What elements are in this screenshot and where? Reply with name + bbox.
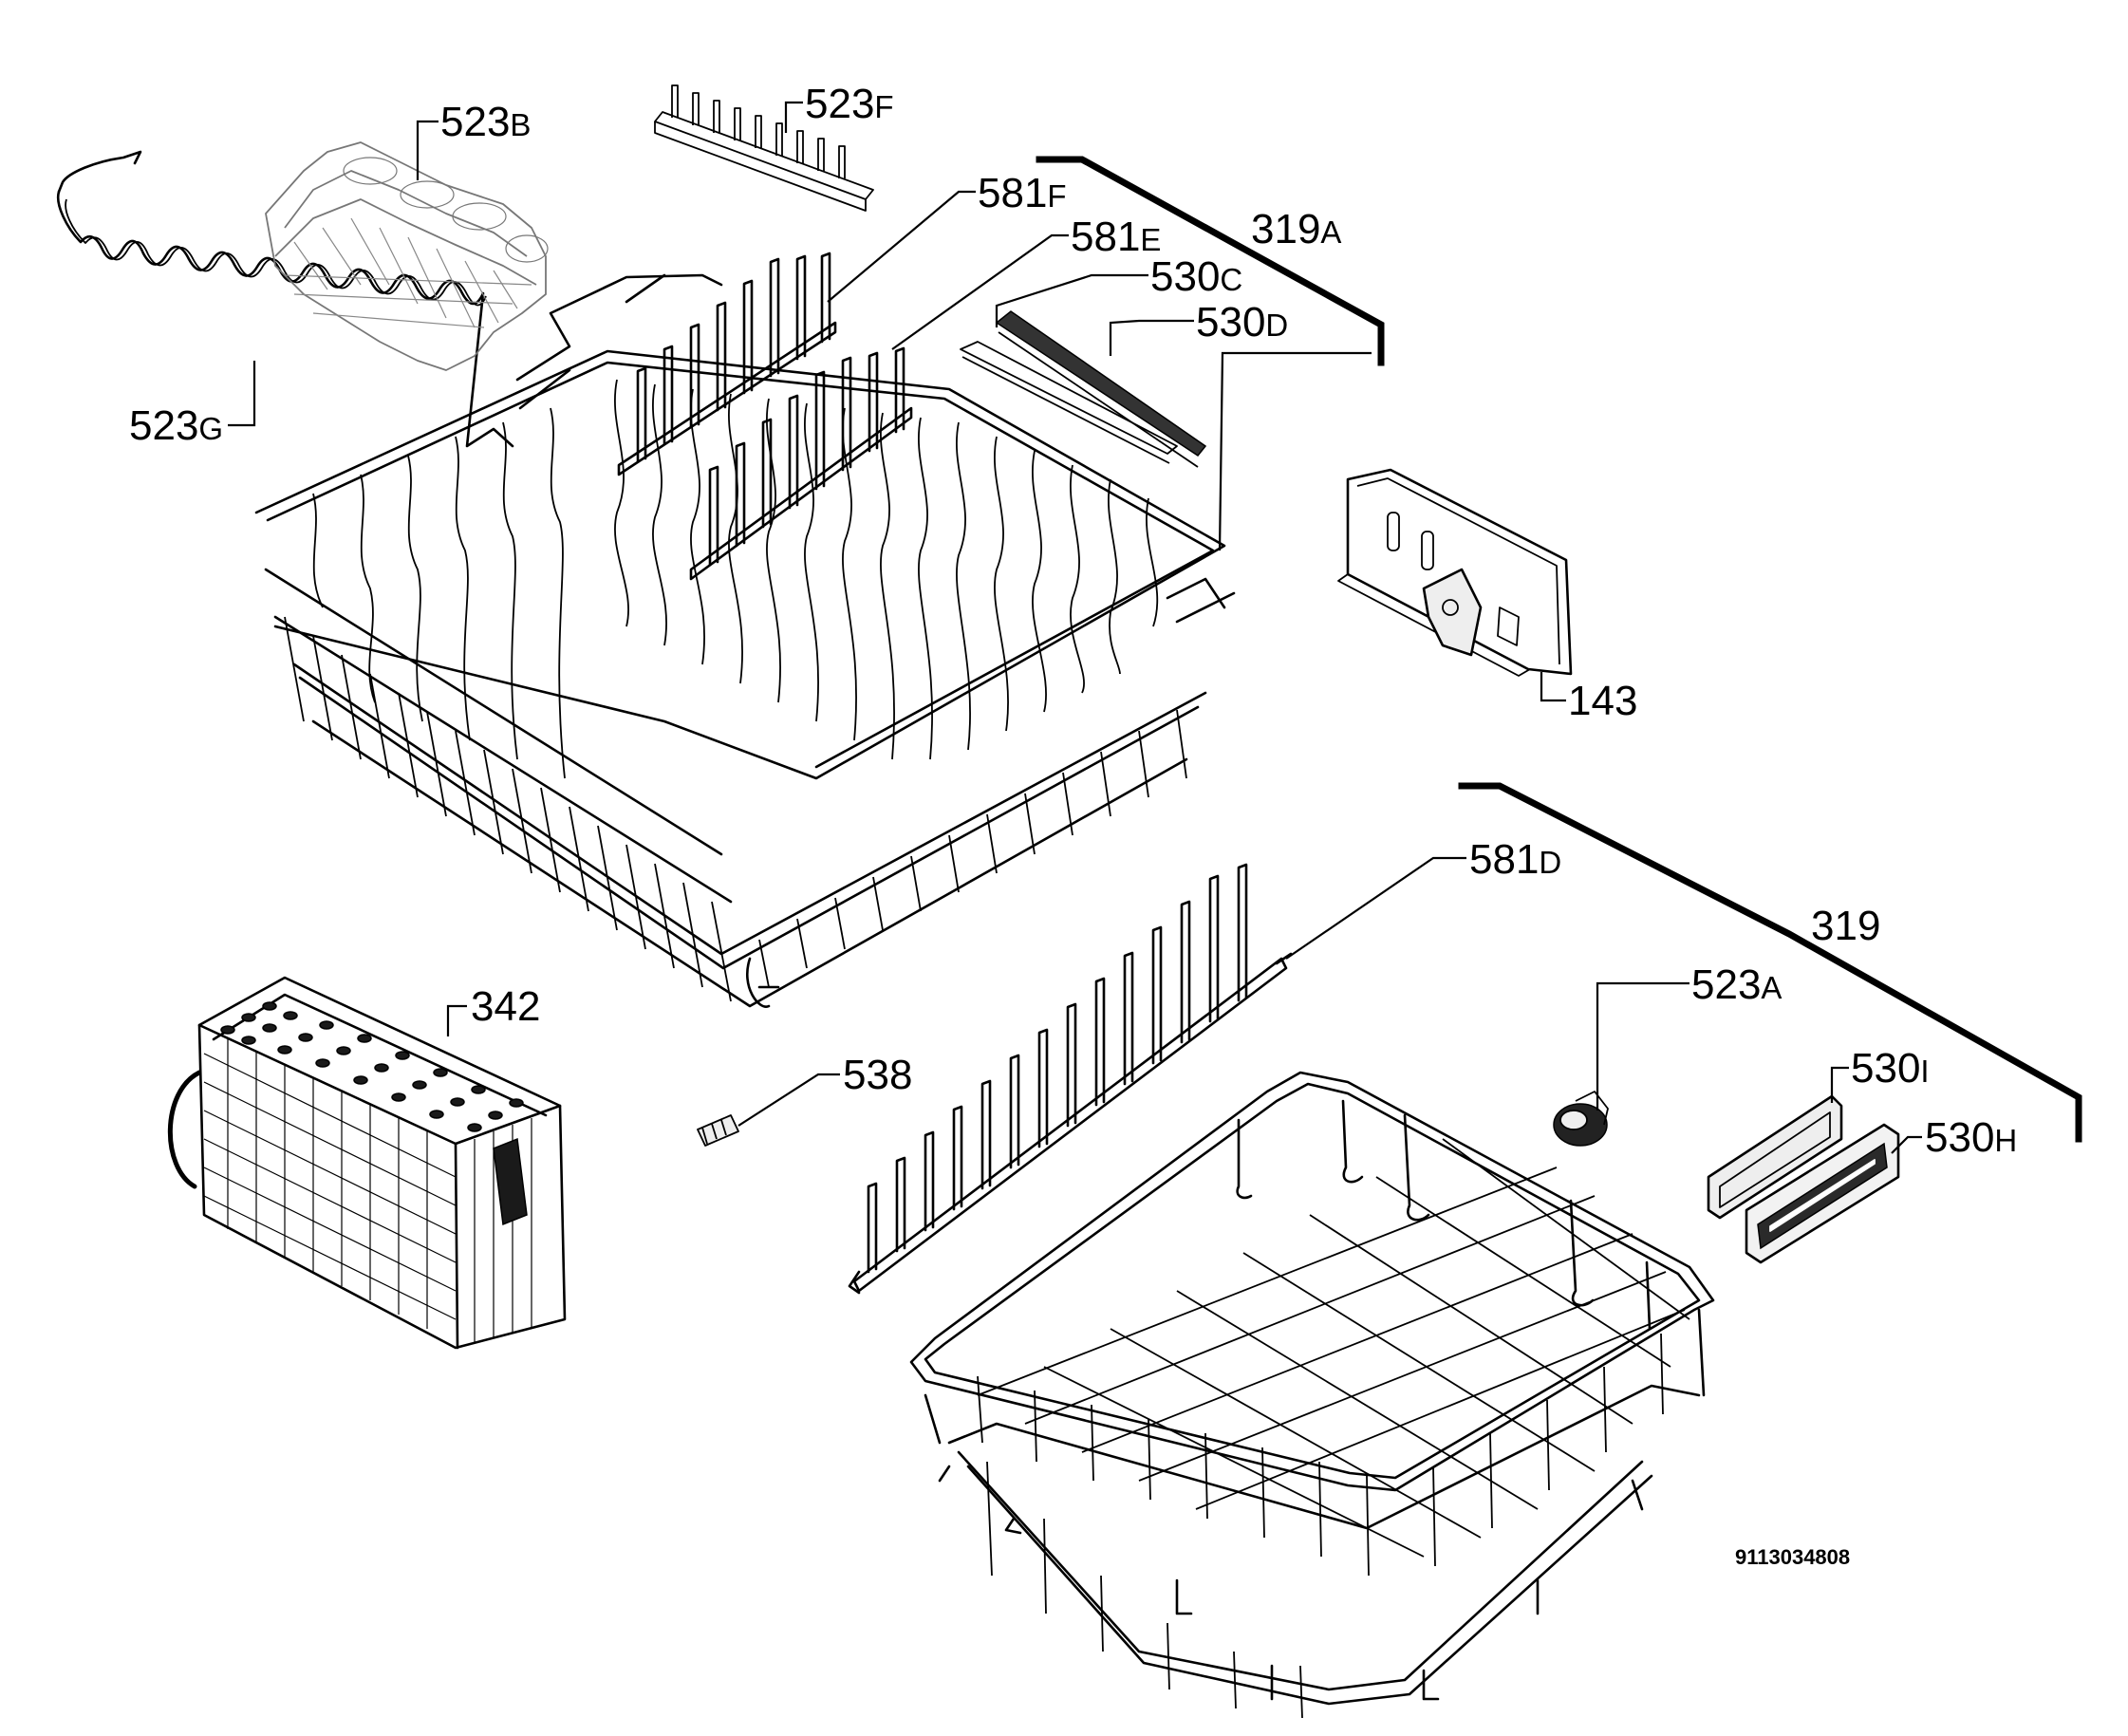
label-523f: 523F <box>805 81 894 127</box>
leader-lines <box>228 101 1922 1154</box>
label-319a: 319A <box>1251 206 1341 252</box>
label-530h: 530H <box>1925 1114 2017 1161</box>
part-530c-rail[interactable] <box>995 310 1207 468</box>
label-530d: 530D <box>1196 299 1288 345</box>
part-523g-wavy-wire[interactable] <box>56 150 514 448</box>
part-530h-cover[interactable] <box>1745 1123 1900 1264</box>
label-523b: 523B <box>440 99 531 145</box>
part-523b-cup-shelf[interactable] <box>265 141 549 371</box>
label-581e: 581E <box>1071 214 1161 260</box>
part-523f-tine-strip[interactable] <box>654 84 874 212</box>
part-581d-tine-row[interactable] <box>848 863 1293 1295</box>
lower-basket-319[interactable] <box>909 1071 1715 1719</box>
label-342: 342 <box>471 983 540 1030</box>
label-530c: 530C <box>1150 253 1242 300</box>
part-342-cutlery-basket[interactable] <box>167 976 567 1350</box>
part-523a-wheel[interactable] <box>1553 1091 1609 1147</box>
label-523a: 523A <box>1691 961 1782 1008</box>
label-523g: 523G <box>129 402 223 449</box>
drawing-code: 9113034808 <box>1735 1545 1850 1569</box>
label-538: 538 <box>843 1052 912 1098</box>
part-581f-tine-row[interactable] <box>617 252 837 476</box>
part-538-bolt[interactable] <box>697 1114 739 1147</box>
upper-basket-319a[interactable] <box>254 273 1236 1008</box>
part-143-rack-adjuster[interactable] <box>1337 468 1573 677</box>
label-581d: 581D <box>1469 836 1561 883</box>
label-319: 319 <box>1811 903 1880 949</box>
label-530i: 530I <box>1851 1045 1930 1092</box>
part-530d-rail[interactable] <box>960 341 1178 464</box>
group-bracket-319 <box>1458 782 2082 1143</box>
label-143: 143 <box>1568 678 1637 724</box>
group-bracket-319a <box>1036 156 1385 366</box>
label-581f: 581F <box>978 170 1067 216</box>
